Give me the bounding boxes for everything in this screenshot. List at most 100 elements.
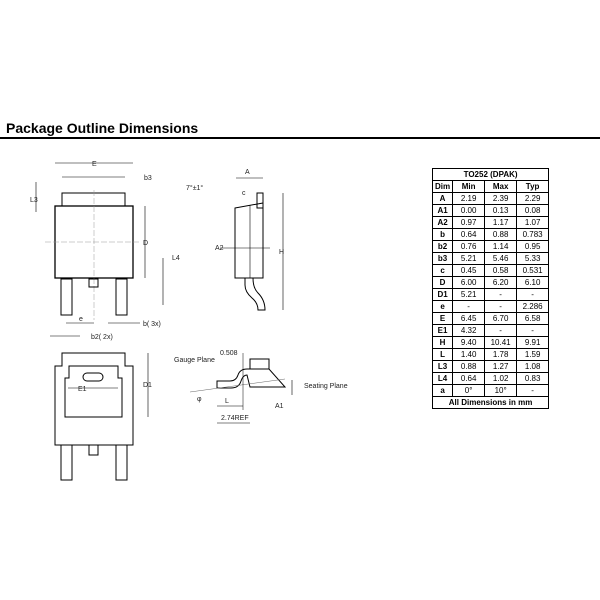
label-L3: L3 [30,197,38,204]
typ-cell: 6.10 [516,276,550,289]
label-D: D [143,240,148,247]
typ-cell: 9.91 [516,336,550,349]
table-row: e--2.286 [431,300,550,313]
label-b3: b3 [144,175,152,182]
dim-cell: E1 [431,324,454,337]
bottom-view [54,352,149,481]
max-cell: 1.17 [484,216,518,229]
typ-cell: - [516,324,550,337]
label-274ref: 2.74REF [221,415,249,422]
typ-cell: 2.286 [516,300,550,313]
typ-cell: - [516,384,550,397]
max-cell: - [484,288,518,301]
top-view [35,162,164,337]
dim-cell: E [431,312,454,325]
min-cell: 9.40 [452,336,486,349]
lead-detail-view [189,353,293,424]
max-cell: 10° [484,384,518,397]
dim-cell: b3 [431,252,454,265]
title-divider [0,137,600,139]
min-cell: 6.00 [452,276,486,289]
max-cell: 0.88 [484,228,518,241]
min-cell: 0.88 [452,360,486,373]
dim-cell: c [431,264,454,277]
typ-cell: 1.07 [516,216,550,229]
dim-cell: a [431,384,454,397]
typ-cell: 1.08 [516,360,550,373]
min-cell: 0.64 [452,372,486,385]
label-A1: A1 [275,403,284,410]
max-cell: 2.39 [484,192,518,205]
max-cell: 5.46 [484,252,518,265]
table-title: TO252 (DPAK) [431,168,550,181]
dim-cell: b [431,228,454,241]
dim-cell: e [431,300,454,313]
header-typ: Typ [516,180,550,193]
min-cell: 0.97 [452,216,486,229]
max-cell: 1.27 [484,360,518,373]
header-min: Min [452,180,486,193]
min-cell: 2.19 [452,192,486,205]
typ-cell: 6.58 [516,312,550,325]
max-cell: 0.58 [484,264,518,277]
dim-cell: L4 [431,372,454,385]
min-cell: 0.76 [452,240,486,253]
label-gauge-plane: Gauge Plane [174,357,215,364]
max-cell: 0.13 [484,204,518,217]
min-cell: 1.40 [452,348,486,361]
label-H: H [279,249,284,256]
label-L: L [225,398,229,405]
min-cell: 0.00 [452,204,486,217]
table-footer: All Dimensions in mm [431,396,550,409]
max-cell: - [484,324,518,337]
label-E: E [92,161,97,168]
min-cell: 0.45 [452,264,486,277]
min-cell: - [452,300,486,313]
label-D1: D1 [143,382,152,389]
label-b: b( 3x) [143,321,161,328]
label-L4: L4 [172,255,180,262]
header-max: Max [484,180,518,193]
typ-cell: 0.783 [516,228,550,241]
min-cell: 5.21 [452,288,486,301]
dim-cell: L [431,348,454,361]
min-cell: 6.45 [452,312,486,325]
max-cell: 1.02 [484,372,518,385]
label-angle: 7°±1° [186,184,203,192]
label-b2: b2( 2x) [91,334,113,341]
typ-cell: 0.83 [516,372,550,385]
min-cell: 5.21 [452,252,486,265]
dim-cell: b2 [431,240,454,253]
label-0508: 0.508 [220,350,238,357]
typ-cell: - [516,288,550,301]
dim-cell: D [431,276,454,289]
max-cell: 1.78 [484,348,518,361]
min-cell: 0° [452,384,486,397]
label-A: A [245,169,250,176]
min-cell: 0.64 [452,228,486,241]
dim-cell: A1 [431,204,454,217]
typ-cell: 0.95 [516,240,550,253]
typ-cell: 2.29 [516,192,550,205]
typ-cell: 5.33 [516,252,550,265]
dim-cell: H [431,336,454,349]
dim-cell: D1 [431,288,454,301]
typ-cell: 1.59 [516,348,550,361]
typ-cell: 0.531 [516,264,550,277]
dim-cell: A [431,192,454,205]
